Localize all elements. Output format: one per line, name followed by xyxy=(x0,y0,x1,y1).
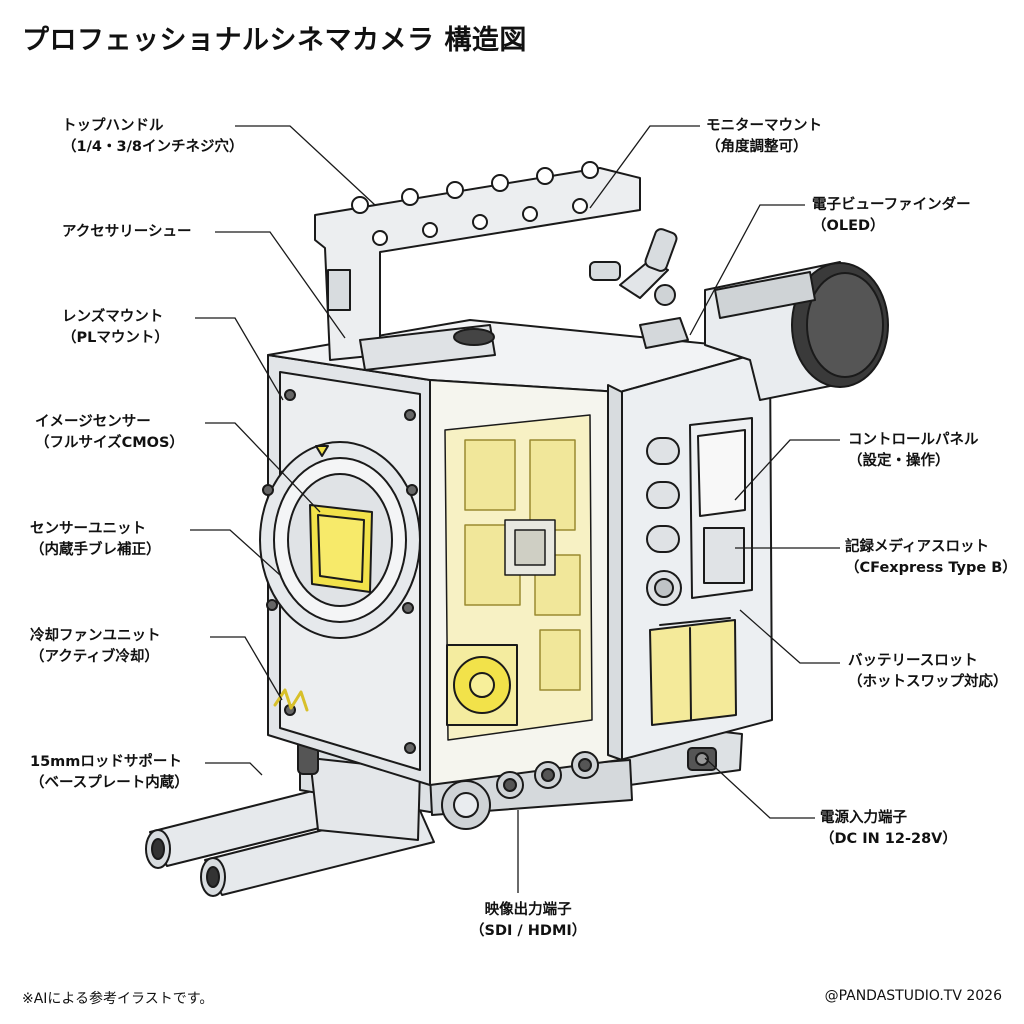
callout-title: センサーユニット xyxy=(30,521,146,537)
callout-battery-slot: バッテリースロット （ホットスワップ対応） xyxy=(848,651,1008,693)
callout-detail: （設定・操作） xyxy=(848,453,950,469)
callout-title: 電源入力端子 xyxy=(820,810,907,826)
image-sensor xyxy=(309,504,373,593)
control-screen xyxy=(689,417,753,599)
callout-title: コントロールパネル xyxy=(848,432,979,448)
callout-sensor-unit: センサーユニット （内蔵手ブレ補正） xyxy=(30,519,161,561)
callout-detail: （1/4・3/8インチネジ穴） xyxy=(62,139,244,155)
callout-detail: （ベースプレート内蔵） xyxy=(30,775,189,791)
callout-title: 記録メディアスロット xyxy=(845,539,989,555)
callout-title: アクセサリーシュー xyxy=(62,224,192,240)
callout-title: バッテリースロット xyxy=(848,653,978,669)
callout-detail: （ホットスワップ対応） xyxy=(848,674,1008,690)
battery xyxy=(649,617,737,726)
callout-detail: （フルサイズCMOS） xyxy=(35,435,184,451)
accessory-shoe xyxy=(359,324,496,371)
callout-detail: （PLマウント） xyxy=(62,330,169,346)
callout-detail: （SDI / HDMI） xyxy=(470,923,587,939)
cooling-fan xyxy=(273,644,518,726)
callout-control-panel: コントロールパネル （設定・操作） xyxy=(848,430,979,472)
top-handle xyxy=(314,161,641,361)
leader-lines xyxy=(190,125,840,893)
callout-detail: （OLED） xyxy=(812,218,885,234)
callout-title: イメージセンサー xyxy=(35,414,151,430)
callout-title: 映像出力端子 xyxy=(484,902,572,918)
callout-title: モニターマウント xyxy=(706,118,822,134)
callout-title: 冷却ファンユニット xyxy=(30,628,161,644)
callout-media-slot: 記録メディアスロット （CFexpress Type B） xyxy=(845,537,1017,579)
video-connectors xyxy=(496,751,599,799)
monitor-mount xyxy=(589,228,689,349)
callout-power-input: 電源入力端子 （DC IN 12-28V） xyxy=(820,808,957,850)
callout-top-handle: トップハンドル （1/4・3/8インチネジ穴） xyxy=(62,116,243,158)
callout-evf: 電子ビューファインダー （OLED） xyxy=(812,195,971,237)
callout-cooling-fan: 冷却ファンユニット （アクティブ冷却） xyxy=(30,626,161,668)
callout-detail: （アクティブ冷却） xyxy=(30,649,159,665)
callout-title: 15mmロッドサポート xyxy=(30,754,182,770)
callout-video-output: 映像出力端子 （SDI / HDMI） xyxy=(470,900,586,942)
callout-title: 電子ビューファインダー xyxy=(812,197,971,213)
footer-note: ※AIによる参考イラストです。 xyxy=(22,991,214,1007)
callout-detail: （角度調整可） xyxy=(706,139,808,155)
callout-detail: （内蔵手ブレ補正） xyxy=(30,542,161,558)
callout-detail: （DC IN 12-28V） xyxy=(820,831,957,847)
electronic-viewfinder xyxy=(704,261,889,401)
callout-title: トップハンドル xyxy=(62,118,164,134)
footer-credit: @PANDASTUDIO.TV 2026 xyxy=(824,988,1002,1004)
callout-lens-mount: レンズマウント （PLマウント） xyxy=(62,307,169,349)
callout-monitor-mount: モニターマウント （角度調整可） xyxy=(706,116,822,158)
page-title: プロフェッショナルシネマカメラ 構造図 xyxy=(22,25,527,56)
callout-rod-support: 15mmロッドサポート （ベースプレート内蔵） xyxy=(30,752,189,794)
callout-title: レンズマウント xyxy=(62,309,164,325)
control-buttons xyxy=(646,437,682,606)
callout-detail: （CFexpress Type B） xyxy=(845,560,1017,576)
callout-accessory-shoe: アクセサリーシュー xyxy=(62,222,191,243)
callout-image-sensor: イメージセンサー （フルサイズCMOS） xyxy=(35,412,184,454)
power-input-port xyxy=(687,747,717,771)
